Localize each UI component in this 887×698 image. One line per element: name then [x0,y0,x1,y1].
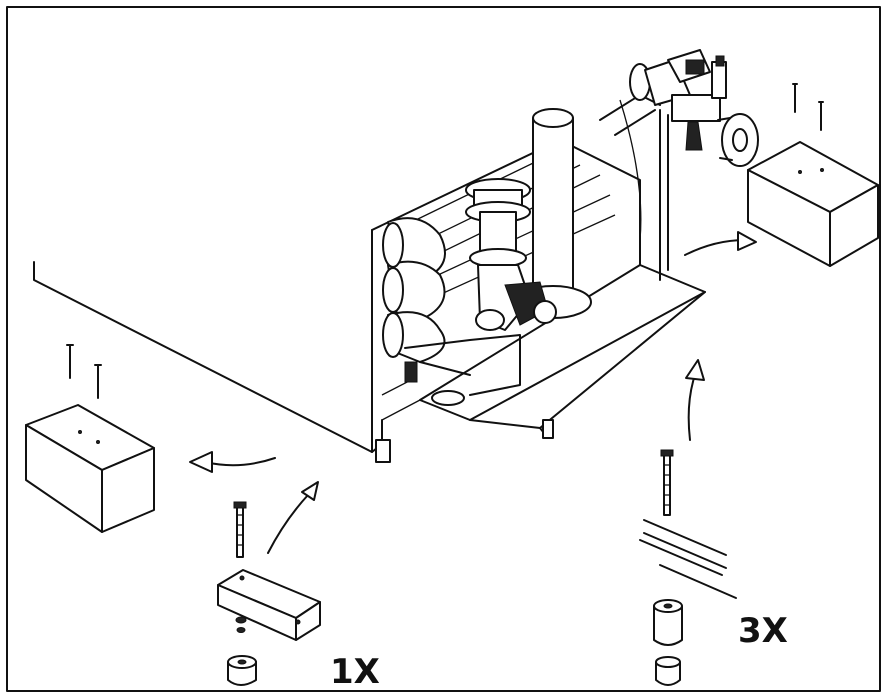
valve-stack [465,178,557,331]
manifold-valve-group [629,49,759,167]
diagram-border [6,6,881,692]
right-block [747,141,879,267]
left-leg-assembly [217,501,321,686]
arrow-icon [267,481,319,554]
screw-icon [66,344,102,399]
arrow-icon [684,231,757,256]
arrow-icon [685,359,705,441]
right-quantity-label: 3X [738,611,788,651]
left-quantity-label: 1X [330,652,380,692]
arrow-icon [189,451,276,473]
right-leg-assembly [639,449,737,686]
pump-assembly [371,94,706,439]
left-block [25,404,155,533]
base-frame-panel [33,229,421,463]
elbow-pipes [382,217,521,406]
screw-icon [792,83,824,131]
